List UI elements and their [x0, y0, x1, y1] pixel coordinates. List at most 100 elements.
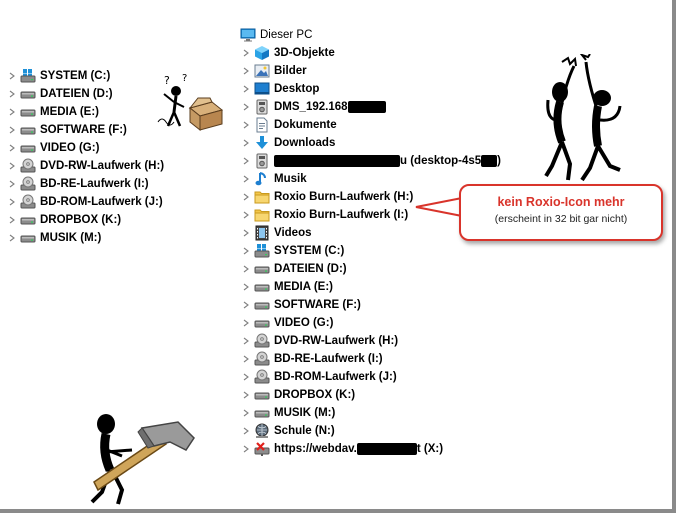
- chevron-right-icon[interactable]: [240, 157, 252, 165]
- chevron-right-icon[interactable]: [240, 85, 252, 93]
- chevron-right-icon[interactable]: [6, 144, 18, 152]
- optical-drive-icon: [254, 333, 270, 349]
- tree-item-label: Downloads: [274, 137, 336, 149]
- chevron-right-icon[interactable]: [240, 337, 252, 345]
- redaction-bar: [347, 101, 386, 113]
- tree-item-label: DVD-RW-Laufwerk (H:): [40, 160, 165, 172]
- chevron-right-icon[interactable]: [240, 373, 252, 381]
- chevron-right-icon[interactable]: [240, 103, 252, 111]
- tree-item-dvd-rw-laufwerk-h[interactable]: DVD-RW-Laufwerk (H:): [6, 157, 164, 175]
- chevron-right-icon[interactable]: [240, 229, 252, 237]
- tree-item-dokumente[interactable]: Dokumente: [240, 116, 501, 134]
- tree-item-video-g[interactable]: VIDEO (G:): [240, 314, 501, 332]
- tree-item-media-e[interactable]: MEDIA (E:): [6, 103, 164, 121]
- tree-item-dateien-d[interactable]: DATEIEN (D:): [240, 260, 501, 278]
- redaction-bar: [481, 155, 498, 167]
- tree-item-https-webdav[interactable]: https://webdav.t (X:): [240, 440, 501, 458]
- tree-item-system-c[interactable]: SYSTEM (C:): [6, 67, 164, 85]
- chevron-right-icon[interactable]: [240, 319, 252, 327]
- redaction-bar: [356, 443, 417, 455]
- tree-item-desktop[interactable]: Desktop: [240, 80, 501, 98]
- chevron-right-icon[interactable]: [6, 234, 18, 242]
- videos-icon: [254, 225, 270, 241]
- tree-item-schule-n[interactable]: Schule (N:): [240, 422, 501, 440]
- tree-item-label-suffix: t (X:): [416, 443, 444, 455]
- tree-item-bd-re-laufwerk-i[interactable]: BD-RE-Laufwerk (I:): [6, 175, 164, 193]
- tree-item-roxio-burn-laufwerk-i[interactable]: Roxio Burn-Laufwerk (I:): [240, 206, 501, 224]
- tree-item-software-f[interactable]: SOFTWARE (F:): [240, 296, 501, 314]
- chevron-right-icon[interactable]: [240, 175, 252, 183]
- desktop-icon: [254, 81, 270, 97]
- tree-item-musik[interactable]: Musik: [240, 170, 501, 188]
- tree-item-software-f[interactable]: SOFTWARE (F:): [6, 121, 164, 139]
- tree-item-label: SOFTWARE (F:): [274, 299, 361, 311]
- left-navigation-tree: SYSTEM (C:)DATEIEN (D:) MEDIA (E:) SOFTWAR…: [6, 67, 164, 247]
- tree-item-label: Roxio Burn-Laufwerk (H:): [274, 191, 414, 203]
- tree-item-musik-m[interactable]: MUSIK (M:): [6, 229, 164, 247]
- tree-item-downloads[interactable]: Downloads: [240, 134, 501, 152]
- tree-item-label: BD-ROM-Laufwerk (J:): [274, 371, 397, 383]
- tree-item-label: DATEIEN (D:): [274, 263, 347, 275]
- tree-item-dieser-pc[interactable]: Dieser PC: [226, 26, 501, 44]
- folder-icon: [254, 189, 270, 205]
- chevron-right-icon[interactable]: [6, 162, 18, 170]
- tree-item-bd-re-laufwerk-i[interactable]: BD-RE-Laufwerk (I:): [240, 350, 501, 368]
- tree-item-media-e[interactable]: MEDIA (E:): [240, 278, 501, 296]
- callout-subtitle: (erscheint in 32 bit gar nicht): [494, 213, 628, 225]
- drive-icon: [254, 387, 270, 403]
- tree-item-videos[interactable]: Videos: [240, 224, 501, 242]
- tree-item-label: MEDIA (E:): [40, 106, 99, 118]
- tree-item-dateien-d[interactable]: DATEIEN (D:): [6, 85, 164, 103]
- optical-drive-icon: [20, 194, 36, 210]
- chevron-right-icon[interactable]: [240, 265, 252, 273]
- tree-item-label: DMS_192.168: [274, 101, 348, 113]
- chevron-right-icon[interactable]: [240, 193, 252, 201]
- chevron-right-icon[interactable]: [6, 216, 18, 224]
- chevron-right-icon[interactable]: [6, 90, 18, 98]
- chevron-right-icon[interactable]: [240, 409, 252, 417]
- tree-item-musik-m[interactable]: MUSIK (M:): [240, 404, 501, 422]
- tree-item-label-suffix: ): [497, 155, 502, 167]
- tree-item-bd-rom-laufwerk-j[interactable]: BD-ROM-Laufwerk (J:): [240, 368, 501, 386]
- media-device-icon: [254, 153, 270, 169]
- confused-figure-with-box-illustration: ? ?: [157, 73, 224, 132]
- chevron-right-icon[interactable]: [6, 198, 18, 206]
- tree-item-dms-192-168[interactable]: DMS_192.168: [240, 98, 501, 116]
- this-pc-icon: [240, 27, 256, 43]
- tree-item-bilder[interactable]: Bilder: [240, 62, 501, 80]
- tree-item-system-c[interactable]: SYSTEM (C:): [240, 242, 501, 260]
- tree-item-video-g[interactable]: VIDEO (G:): [6, 139, 164, 157]
- chevron-right-icon[interactable]: [6, 180, 18, 188]
- optical-drive-icon: [254, 369, 270, 385]
- tree-item-u-desktop-4s5[interactable]: u (desktop-4s5): [240, 152, 501, 170]
- documents-icon: [254, 117, 270, 133]
- tree-item-label: Desktop: [274, 83, 320, 95]
- chevron-right-icon[interactable]: [240, 283, 252, 291]
- tree-item-roxio-burn-laufwerk-h[interactable]: Roxio Burn-Laufwerk (H:): [240, 188, 501, 206]
- tree-item-bd-rom-laufwerk-j[interactable]: BD-ROM-Laufwerk (J:): [6, 193, 164, 211]
- chevron-right-icon[interactable]: [240, 121, 252, 129]
- tree-item-3d-objekte[interactable]: 3D-Objekte: [240, 44, 501, 62]
- tree-item-dropbox-k[interactable]: DROPBOX (K:): [6, 211, 164, 229]
- chevron-right-icon[interactable]: [240, 301, 252, 309]
- svg-text:?: ?: [182, 73, 187, 84]
- chevron-right-icon[interactable]: [240, 247, 252, 255]
- chevron-right-icon[interactable]: [240, 211, 252, 219]
- media-device-icon: [254, 99, 270, 115]
- chevron-right-icon[interactable]: [240, 139, 252, 147]
- chevron-right-icon[interactable]: [6, 126, 18, 134]
- high-five-figures-illustration: [544, 54, 622, 182]
- chevron-right-icon[interactable]: [240, 49, 252, 57]
- tree-item-dropbox-k[interactable]: DROPBOX (K:): [240, 386, 501, 404]
- chevron-right-icon[interactable]: [240, 427, 252, 435]
- chevron-right-icon[interactable]: [6, 108, 18, 116]
- chevron-right-icon[interactable]: [240, 67, 252, 75]
- tree-item-label: MEDIA (E:): [274, 281, 333, 293]
- tree-item-label: Dieser PC: [260, 29, 313, 41]
- chevron-right-icon[interactable]: [240, 391, 252, 399]
- chevron-right-icon[interactable]: [240, 445, 252, 453]
- callout-pointer: [415, 196, 464, 218]
- chevron-right-icon[interactable]: [6, 72, 18, 80]
- chevron-right-icon[interactable]: [240, 355, 252, 363]
- tree-item-dvd-rw-laufwerk-h[interactable]: DVD-RW-Laufwerk (H:): [240, 332, 501, 350]
